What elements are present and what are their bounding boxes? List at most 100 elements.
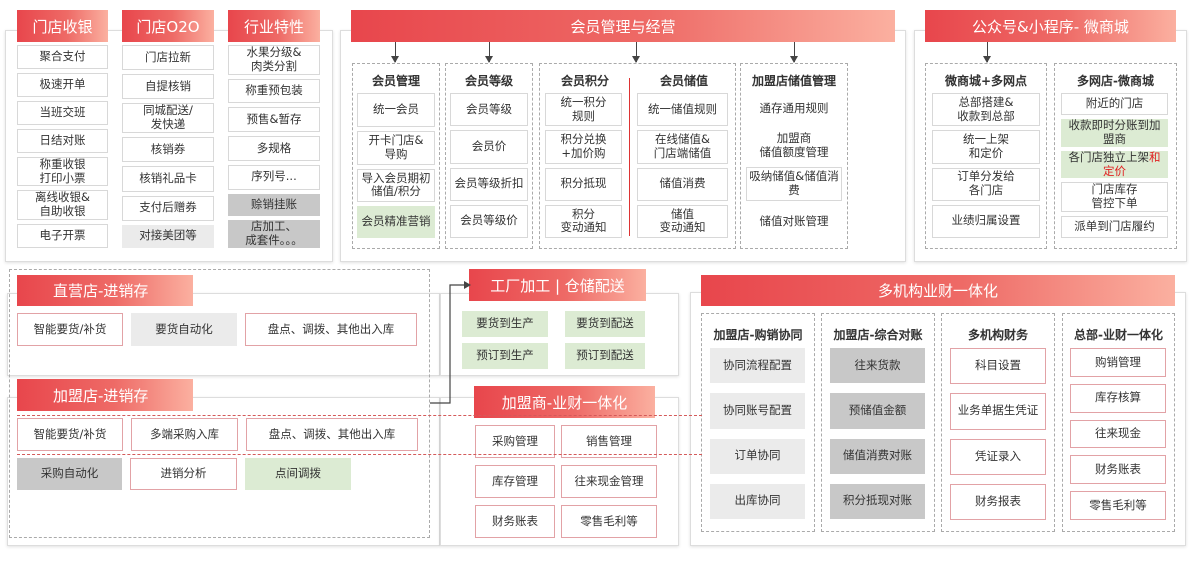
franchise-store-row1: 智能要货/补货多端采购入库盘点、调拨、其他出入库 xyxy=(17,418,418,451)
feature-label: 称重预包装 xyxy=(245,83,303,98)
feature-item: 储值消费 xyxy=(637,167,728,201)
feature-label: 协同账号配置 xyxy=(723,402,792,417)
feature-label: 统一储值规则 xyxy=(648,101,717,116)
feature-item: 财务报表 xyxy=(950,483,1046,520)
feature-label: 派单到门店履约 xyxy=(1074,219,1155,234)
feature-label: 多规格 xyxy=(256,140,292,155)
feature-item: 派单到门店履约 xyxy=(1061,215,1168,238)
franchise-sv-box: 加盟店储值管理 xyxy=(740,63,848,249)
feature-item: 积分兑换 +加价购 xyxy=(545,130,622,164)
feature-item: 门店拉新 xyxy=(122,45,214,71)
feature-label: 储值对账管理 xyxy=(759,213,829,228)
feature-item: 店加工、 成套件。。。 xyxy=(228,220,320,249)
sub-title: 加盟店储值管理 xyxy=(751,74,836,88)
feature-label: 会员等级价 xyxy=(460,213,518,228)
feature-label: 零售毛利等 xyxy=(580,513,638,528)
feature-label: 积分抵现对账 xyxy=(843,493,912,508)
feature-label: 称重收银 打印小票 xyxy=(39,156,86,185)
feature-label: 采购管理 xyxy=(492,433,538,448)
feature-item: 支付后赠券 xyxy=(122,195,214,221)
feature-label: 会员等级 xyxy=(466,101,512,116)
feature-label: 储值 变动通知 xyxy=(659,206,706,235)
purchase-sales-box: 加盟店-购销协同 xyxy=(701,313,815,532)
feature-label: 进销分析 xyxy=(160,466,207,481)
feature-label: 财务报表 xyxy=(975,493,1021,508)
member-header: 会员管理与经营 xyxy=(351,10,895,42)
store-o2o-list: 门店拉新自提核销同城配送/ 发快递核销券核销礼品卡支付后赠券对接美团等 xyxy=(122,45,214,248)
feature-label: 序列号... xyxy=(251,169,297,184)
feature-item: 盘点、调拨、其他出入库 xyxy=(246,418,418,451)
sub-title: 微商城+多网点 xyxy=(944,74,1028,88)
feature-label: 凭证录入 xyxy=(975,448,1021,463)
sub-title: 加盟店-购销协同 xyxy=(713,328,803,342)
feature-label-highlight: 和定价 xyxy=(1103,149,1161,178)
feature-item: 开卡门店& 导购 xyxy=(357,130,435,165)
feature-item: 要货自动化 xyxy=(131,313,237,346)
franchise-sv-list: 通存通用规则加盟商 储值额度管理吸纳储值&储值消 费储值对账管理 xyxy=(746,93,842,238)
feature-label: 盘点、调拨、其他出入库 xyxy=(267,321,395,336)
feature-item: 会员价 xyxy=(450,130,528,164)
feature-item: 称重预包装 xyxy=(228,78,320,104)
sub-title: 多网店-微商城 xyxy=(1077,74,1154,88)
feature-item: 业绩归属设置 xyxy=(932,204,1040,238)
feature-label: 科目设置 xyxy=(975,358,1021,373)
member-management-list: 统一会员开卡门店& 导购导入会员期初 储值/积分会员精准营销 xyxy=(357,93,435,238)
feature-label: 吸纳储值&储值消 费 xyxy=(749,169,839,197)
franchisee-header: 加盟商-业财一体化 xyxy=(474,386,655,418)
feature-label: 往来现金管理 xyxy=(574,473,644,488)
multi-store-list: 附近的门店收款即时分账到加 盟商各门店独立上架和定价门店库存 管控下单派单到门店… xyxy=(1061,93,1168,238)
hq-box: 总部-业财一体化 xyxy=(1062,313,1175,532)
feature-label: 储值消费对账 xyxy=(843,448,912,463)
feature-item: 要货到配送 xyxy=(565,311,645,337)
feature-label: 要货自动化 xyxy=(155,321,213,336)
feature-label: 智能要货/补货 xyxy=(33,321,107,336)
feature-label: 积分兑换 +加价购 xyxy=(560,132,607,160)
feature-item: 协同账号配置 xyxy=(710,393,805,429)
multi-point-box: 微商城+多网点 xyxy=(925,63,1047,249)
feature-label: 聚合支付 xyxy=(39,49,86,64)
feature-item: 智能要货/补货 xyxy=(17,313,123,346)
feature-item: 极速开单 xyxy=(17,72,108,97)
feature-label: 会员价 xyxy=(471,138,507,153)
feature-label: 收款即时分账到加 盟商 xyxy=(1068,118,1161,146)
feature-item: 赊销挂账 xyxy=(228,193,320,217)
feature-label: 协同流程配置 xyxy=(723,357,792,372)
feature-item: 在线储值& 门店端储值 xyxy=(637,130,728,164)
divider xyxy=(17,454,702,455)
feature-label: 各门店独立上架 xyxy=(1068,149,1150,164)
feature-label: 预售&暂存 xyxy=(246,111,302,126)
feature-item: 点间调拨 xyxy=(245,458,351,490)
feature-item: 称重收银 打印小票 xyxy=(17,156,108,187)
feature-item: 财务账表 xyxy=(1070,455,1166,485)
feature-item: 盘点、调拨、其他出入库 xyxy=(245,313,417,346)
feature-item: 预订到配送 xyxy=(565,343,645,369)
feature-item: 加盟商 储值额度管理 xyxy=(746,130,842,163)
feature-item: 核销礼品卡 xyxy=(122,166,214,192)
feature-item: 往来现金管理 xyxy=(561,465,657,498)
feature-label: 预储值金额 xyxy=(848,402,907,417)
feature-item: 预订到生产 xyxy=(462,343,548,369)
feature-label: 统一上架 和定价 xyxy=(963,132,1009,160)
feature-item: 统一会员 xyxy=(357,93,435,127)
feature-item: 会员等级价 xyxy=(450,204,528,238)
multi-point-list: 总部搭建& 收款到总部统一上架 和定价订单分发给 各门店业绩归属设置 xyxy=(932,93,1040,238)
feature-item: 通存通用规则 xyxy=(746,93,842,126)
factory-grid: 要货到生产要货到配送预订到生产预订到配送 xyxy=(462,311,646,369)
wechat-header: 公众号&小程序- 微商城 xyxy=(925,10,1176,42)
feature-item: 门店库存 管控下单 xyxy=(1061,182,1168,212)
feature-label: 业务单据生凭证 xyxy=(957,403,1039,418)
feature-item: 储值消费对账 xyxy=(830,438,925,474)
feature-label: 加盟商 储值额度管理 xyxy=(759,131,829,160)
feature-label: 日结对账 xyxy=(39,132,86,147)
feature-item: 进销分析 xyxy=(130,458,237,490)
reconcile-list: 往来货款预储值金额储值消费对账积分抵现对账 xyxy=(830,348,925,519)
sub-title: 会员管理 xyxy=(371,74,420,88)
feature-label: 零售毛利等 xyxy=(1089,497,1147,512)
feature-item: 导入会员期初 储值/积分 xyxy=(357,168,435,203)
feature-item: 库存核算 xyxy=(1070,383,1166,413)
feature-item: 总部搭建& 收款到总部 xyxy=(932,93,1040,127)
feature-item: 吸纳储值&储值消 费 xyxy=(746,166,842,202)
sub-title: 会员积分 xyxy=(560,74,609,88)
feature-label: 极速开单 xyxy=(39,77,86,92)
multi-store-box: 多网店-微商城 xyxy=(1054,63,1177,249)
